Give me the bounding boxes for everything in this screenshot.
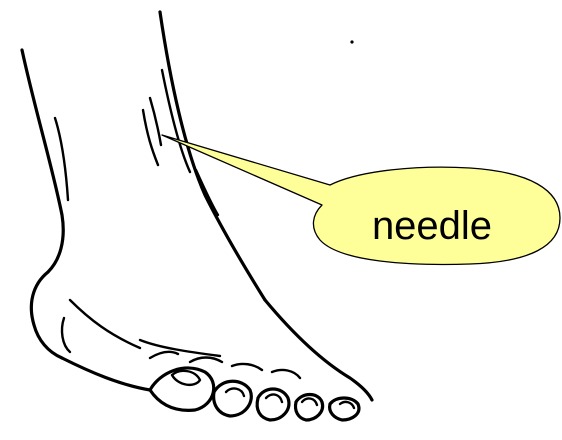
callout-label: needle (312, 196, 552, 256)
toe-5-nail (340, 402, 354, 408)
sole-outline (62, 358, 150, 390)
toe-4-nail (302, 398, 317, 405)
foot-top (140, 300, 372, 400)
ink-speck (350, 40, 353, 43)
toe-2 (214, 381, 252, 416)
arch-line (70, 300, 140, 348)
heel-crease (62, 318, 70, 352)
leg-shin-line (196, 170, 218, 215)
heel-outline (31, 272, 62, 358)
toe-2-nail (226, 389, 244, 396)
instep-outline (265, 300, 372, 400)
leg-back-outline (22, 50, 63, 272)
leg-tendon-line-1 (150, 98, 161, 145)
leg-front-inner-line (162, 70, 190, 172)
toe-3-nail (266, 395, 282, 402)
big-toe (150, 368, 214, 410)
big-toe-nail (172, 371, 200, 385)
heel-and-sole (31, 272, 150, 390)
instep-crease (140, 340, 220, 356)
